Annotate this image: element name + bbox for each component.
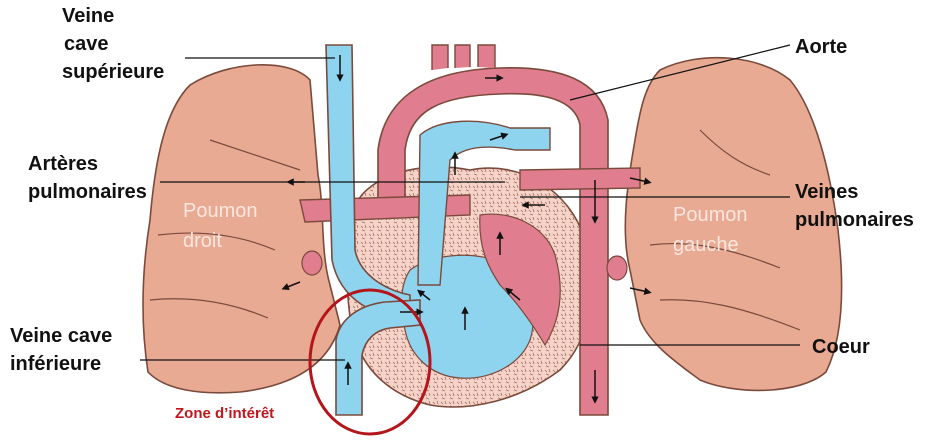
label-poumon-droit: Poumon droit [183,196,258,256]
label-line: gauche [673,230,748,260]
label-line: droit [183,226,258,256]
label-line: cave [62,30,164,58]
label-line: Artères [28,150,147,178]
label-line: Veines [795,178,914,206]
left-lung-vessel [607,256,627,280]
label-coeur: Coeur [812,333,870,361]
right-lung-vessel [302,251,322,275]
aortic-branches [432,45,495,70]
label-poumon-gauche: Poumon gauche [673,200,748,260]
label-line: pulmonaires [795,206,914,234]
label-aorte: Aorte [795,33,847,61]
label-veine-cave-superieure: Veine cave supérieure [62,2,164,86]
label-line: supérieure [62,58,164,86]
label-line: pulmonaires [28,178,147,206]
label-zone-interet: Zone d’intérêt [175,405,274,422]
label-line: Veine cave [10,322,112,350]
label-line: Veine [62,2,164,30]
pulmonary-veins-right [520,168,640,190]
label-line: Poumon [183,196,258,226]
label-arteres-pulmonaires: Artères pulmonaires [28,150,147,206]
label-line: Poumon [673,200,748,230]
label-veine-cave-inferieure: Veine cave inférieure [10,322,112,378]
label-line: inférieure [10,350,112,378]
label-veines-pulmonaires: Veines pulmonaires [795,178,914,234]
